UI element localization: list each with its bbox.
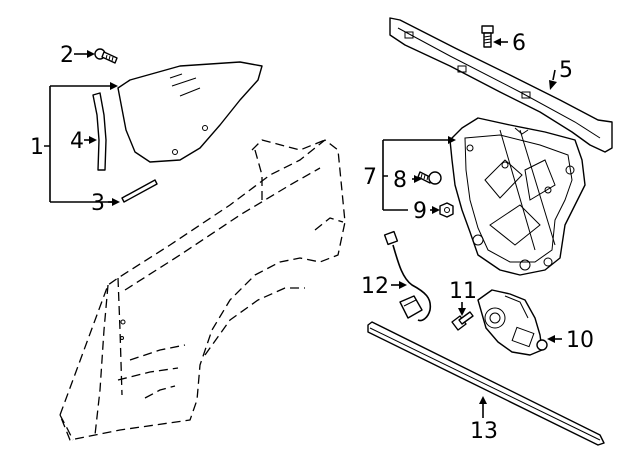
callout-5: 5 (559, 58, 573, 83)
reinforcement-rail (389, 17, 613, 153)
belt-molding (121, 179, 158, 203)
quarter-panel-outline (59, 139, 346, 441)
callout-8: 8 (393, 168, 407, 193)
callout-4: 4 (70, 129, 84, 154)
quarter-glass (117, 61, 263, 163)
weatherstrip-13 (367, 321, 605, 446)
bolt-11 (451, 311, 474, 331)
bolt-6 (481, 25, 494, 48)
bolt-8 (417, 171, 442, 185)
channel-seal (92, 92, 107, 171)
callout-12: 12 (361, 274, 389, 299)
callout-11: 11 (449, 279, 477, 304)
leader-lines (44, 38, 562, 418)
callout-6: 6 (512, 31, 526, 56)
wiring-harness (383, 230, 432, 322)
window-regulator (449, 117, 586, 276)
nut-9 (439, 202, 454, 218)
callout-2: 2 (60, 43, 74, 68)
window-motor (477, 289, 548, 356)
callout-13: 13 (470, 419, 498, 444)
callout-9: 9 (413, 199, 427, 224)
callout-7: 7 (363, 165, 377, 190)
callout-3: 3 (91, 191, 105, 216)
callout-1: 1 (30, 135, 44, 160)
callout-10: 10 (566, 328, 594, 353)
bolt-2 (94, 48, 118, 64)
